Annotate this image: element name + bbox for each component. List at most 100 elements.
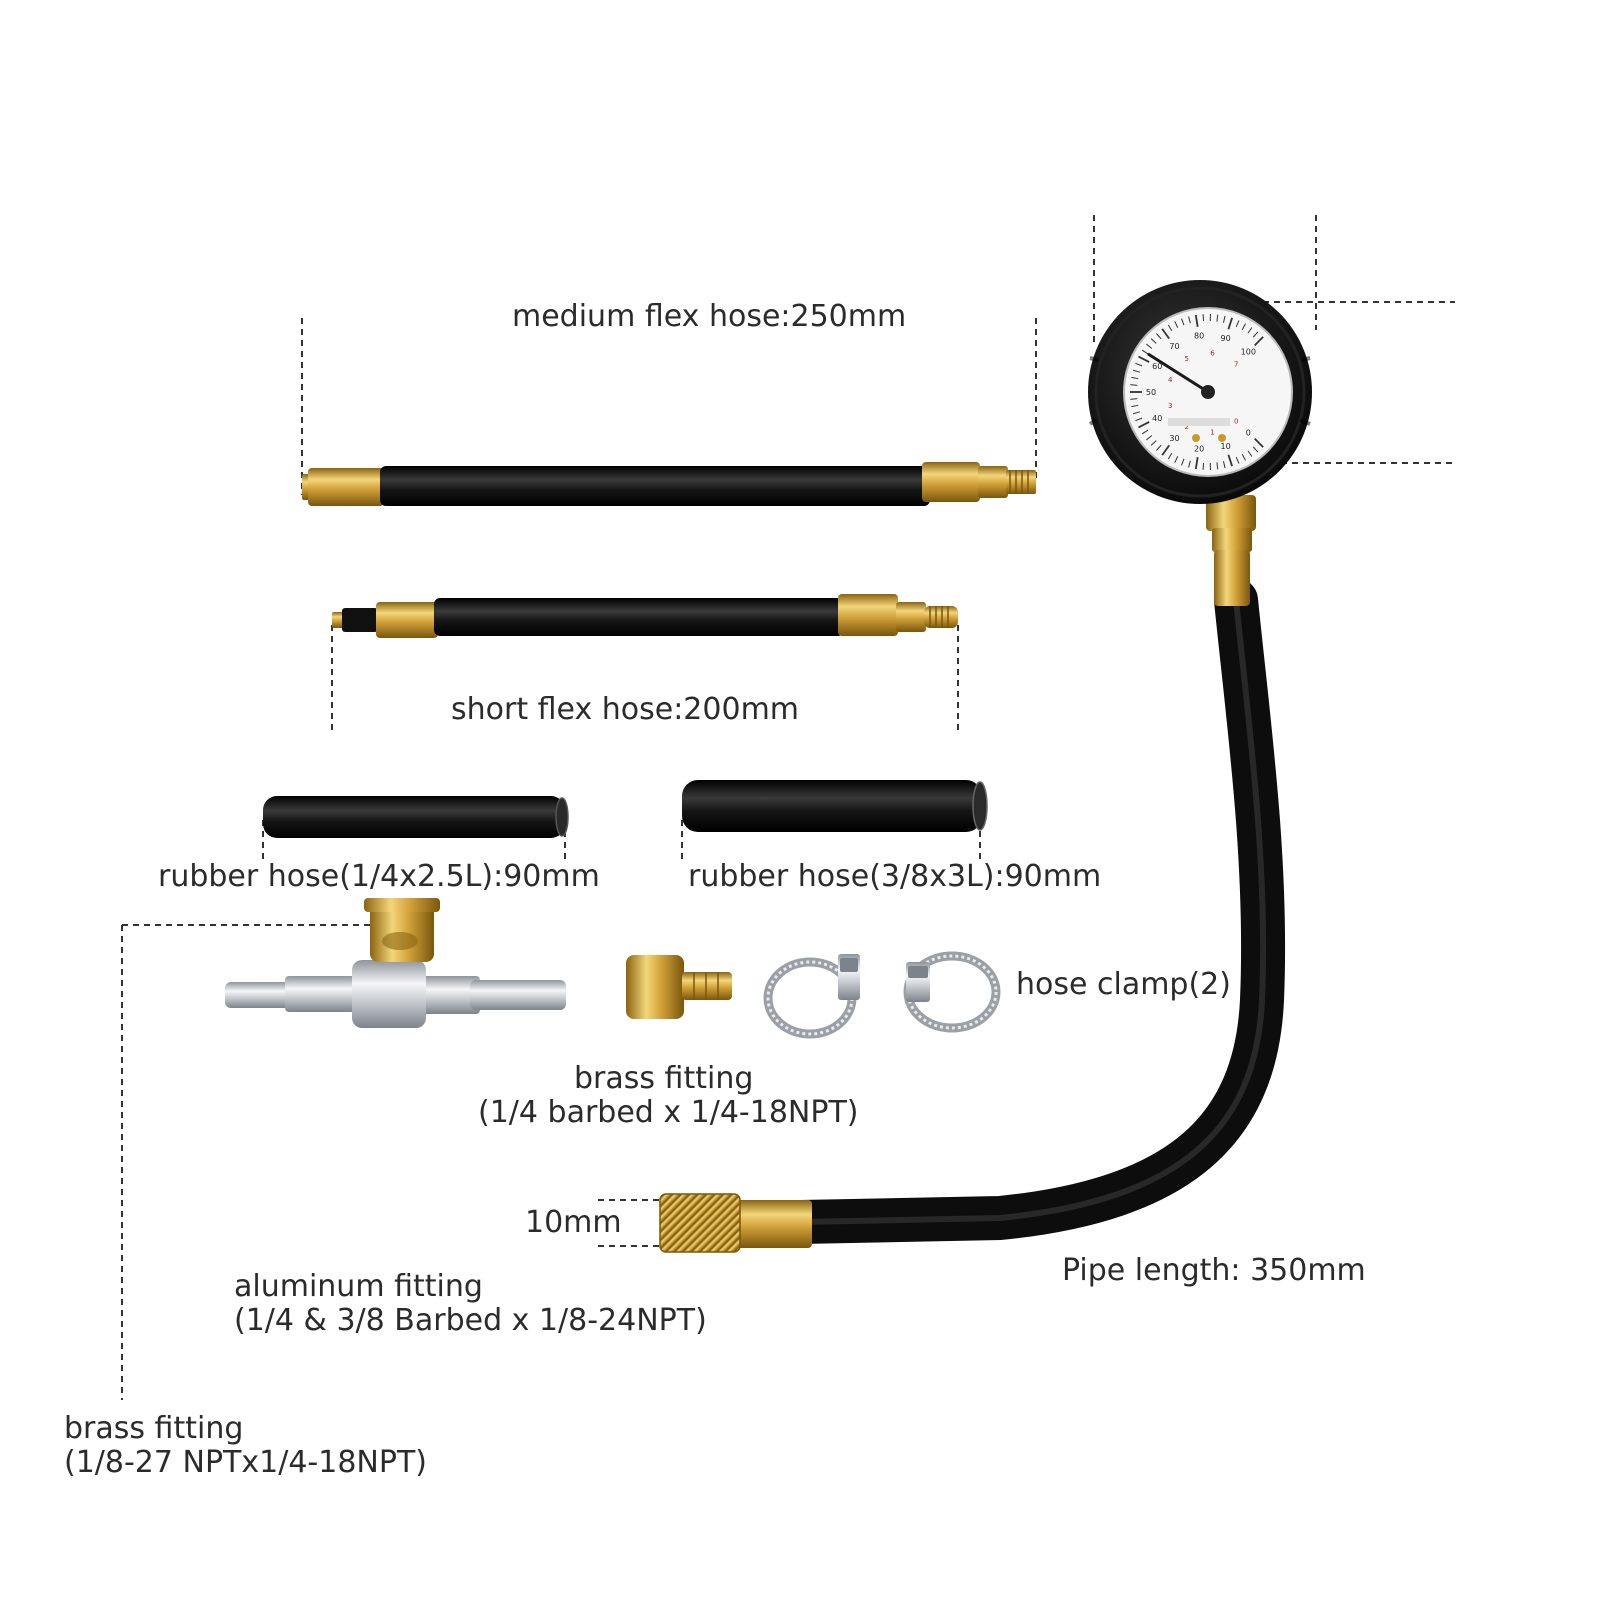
gauge-tick <box>1181 458 1185 466</box>
rubber-hose-large-label: rubber hose(3/8x3L):90mm <box>688 859 1102 894</box>
gauge-inner-tick-label: 1 <box>1210 429 1214 437</box>
ten-mm-label: 10mm <box>525 1205 622 1240</box>
gauge-outer-tick-label: 50 <box>1146 388 1156 397</box>
aluminum-fitting <box>225 960 566 1028</box>
gauge-tick <box>1156 333 1162 340</box>
brass-fitting-npt-spec: (1/8-27 NPTx1/4-18NPT) <box>64 1445 427 1480</box>
gauge-tick <box>1181 318 1185 326</box>
gauge-tick <box>1156 444 1162 451</box>
gauge-inner-tick-label: 0 <box>1234 417 1238 425</box>
gauge-inner-tick-label: 5 <box>1184 355 1188 363</box>
gauge-inner-tick-label: 3 <box>1168 402 1172 410</box>
short-hose-label: short flex hose:200mm <box>451 692 800 727</box>
gauge-tick <box>1130 398 1138 400</box>
brass-fitting-npt <box>364 898 440 962</box>
gauge-tick <box>1247 327 1253 334</box>
short-flex-hose <box>332 594 958 638</box>
gauge-inner-tick-label: 4 <box>1168 376 1173 384</box>
gauge-tick <box>1188 460 1191 468</box>
aluminum-fitting-spec: (1/4 & 3/8 Barbed x 1/8-24NPT) <box>234 1303 707 1338</box>
gauge-outer-tick-label: 70 <box>1169 342 1179 351</box>
gauge-tick <box>1130 384 1138 386</box>
gauge-tick <box>1216 314 1219 322</box>
gauge-inner-tick-label: 7 <box>1234 361 1238 369</box>
gauge-needle <box>1147 352 1210 394</box>
gauge-tick <box>1146 435 1153 441</box>
gauge-tick <box>1150 440 1157 446</box>
gauge-outer-tick-label: 10 <box>1221 442 1231 451</box>
medium-hose-label: medium flex hose:250mm <box>512 299 907 334</box>
dimension-lines <box>121 215 1455 1400</box>
brass-fitting-npt-title: brass fitting <box>64 1411 244 1446</box>
gauge-outer-tick-label: 60 <box>1152 362 1162 371</box>
gauge-hub <box>1201 385 1215 399</box>
gauge-outer-tick-label: 100 <box>1241 348 1256 357</box>
gauge-tick <box>1138 355 1150 363</box>
gauge-tick <box>1194 457 1199 470</box>
gauge-tick <box>1252 331 1259 338</box>
gauge-tick <box>1241 453 1247 461</box>
gauge-tick <box>1131 376 1139 380</box>
pressure-gauge: 0 10 20 30 40 50 60 70 80 90 100 0 1 2 3 4 5 6 7 <box>1088 280 1312 606</box>
gauge-tick <box>1227 454 1233 467</box>
gauge-tick <box>1254 438 1264 448</box>
hose-clamp-1 <box>763 954 860 1039</box>
gauge-tick <box>1141 429 1149 435</box>
gauge-tick <box>1235 320 1240 328</box>
brass-fitting-barbed-label: brass fitting (1/4 barbed x 1/4-18NPT) <box>478 1062 859 1130</box>
gauge-tick <box>1188 316 1191 324</box>
gauge-tick <box>1223 461 1226 469</box>
gauge-tick <box>1227 317 1233 330</box>
hose-end-ferrule <box>736 1200 812 1248</box>
gauge-ticks <box>1130 314 1264 470</box>
gauge-tick <box>1135 362 1143 367</box>
brass-fitting-npt-label: brass fitting (1/8-27 NPTx1/4-18NPT) <box>64 1412 427 1480</box>
brass-fitting-barbed-spec: (1/4 barbed x 1/4-18NPT) <box>478 1095 859 1130</box>
gauge-tick <box>1216 462 1219 470</box>
gauge-outer-tick-label: 0 <box>1246 428 1251 437</box>
gauge-tick <box>1146 343 1153 349</box>
gauge-outer-tick-label: 40 <box>1152 414 1162 423</box>
hose-clamp-2 <box>903 951 1001 1033</box>
knurled-nut <box>659 1193 741 1253</box>
gauge-tick <box>1167 452 1173 460</box>
brass-fitting-barbed <box>626 955 732 1019</box>
gauge-tick <box>1167 324 1173 332</box>
gauge-tick <box>1174 456 1179 463</box>
gauge-tick <box>1241 323 1247 331</box>
gauge-tick <box>1247 450 1253 457</box>
hose-clamp-label: hose clamp(2) <box>1016 967 1231 1002</box>
pipe-length-label: Pipe length: 350mm <box>1062 1253 1366 1288</box>
gauge-tick <box>1161 444 1170 456</box>
gauge-inner-tick-label: 2 <box>1184 423 1188 431</box>
gauge-inner-scale: 0 1 2 3 4 5 6 7 <box>1168 349 1239 436</box>
aluminum-fitting-title: aluminum fitting <box>234 1269 483 1304</box>
gauge-tick <box>1141 349 1149 355</box>
gauge-tick <box>1161 328 1170 340</box>
gauge-tick <box>1135 417 1143 422</box>
gauge-tick <box>1235 456 1240 464</box>
gauge-tick <box>1131 404 1139 408</box>
gauge-outer-tick-label: 20 <box>1194 444 1204 453</box>
gauge-hose <box>659 578 1286 1253</box>
gauge-tick <box>1138 421 1150 429</box>
gauge-inner-tick-label: 6 <box>1210 349 1215 357</box>
gauge-tick <box>1254 336 1264 346</box>
gauge-tick <box>1252 446 1259 453</box>
gauge-tick <box>1194 314 1199 327</box>
rubber-hose-small <box>263 796 569 838</box>
rubber-hose-small-label: rubber hose(1/4x2.5L):90mm <box>158 859 600 894</box>
gauge-tick <box>1132 411 1140 415</box>
gauge-outer-tick-label: 90 <box>1221 334 1231 343</box>
medium-flex-hose <box>302 462 1036 506</box>
aluminum-fitting-label: aluminum fitting (1/4 & 3/8 Barbed x 1/8… <box>234 1270 707 1338</box>
gauge-tick <box>1132 369 1140 373</box>
rubber-hose-large <box>682 780 988 832</box>
gauge-tick <box>1174 321 1179 328</box>
gauge-outer-tick-label: 30 <box>1169 434 1179 443</box>
gauge-tick <box>1223 315 1226 323</box>
gauge-outer-tick-label: 80 <box>1194 332 1204 341</box>
brass-fitting-barbed-title: brass fitting <box>574 1061 754 1096</box>
